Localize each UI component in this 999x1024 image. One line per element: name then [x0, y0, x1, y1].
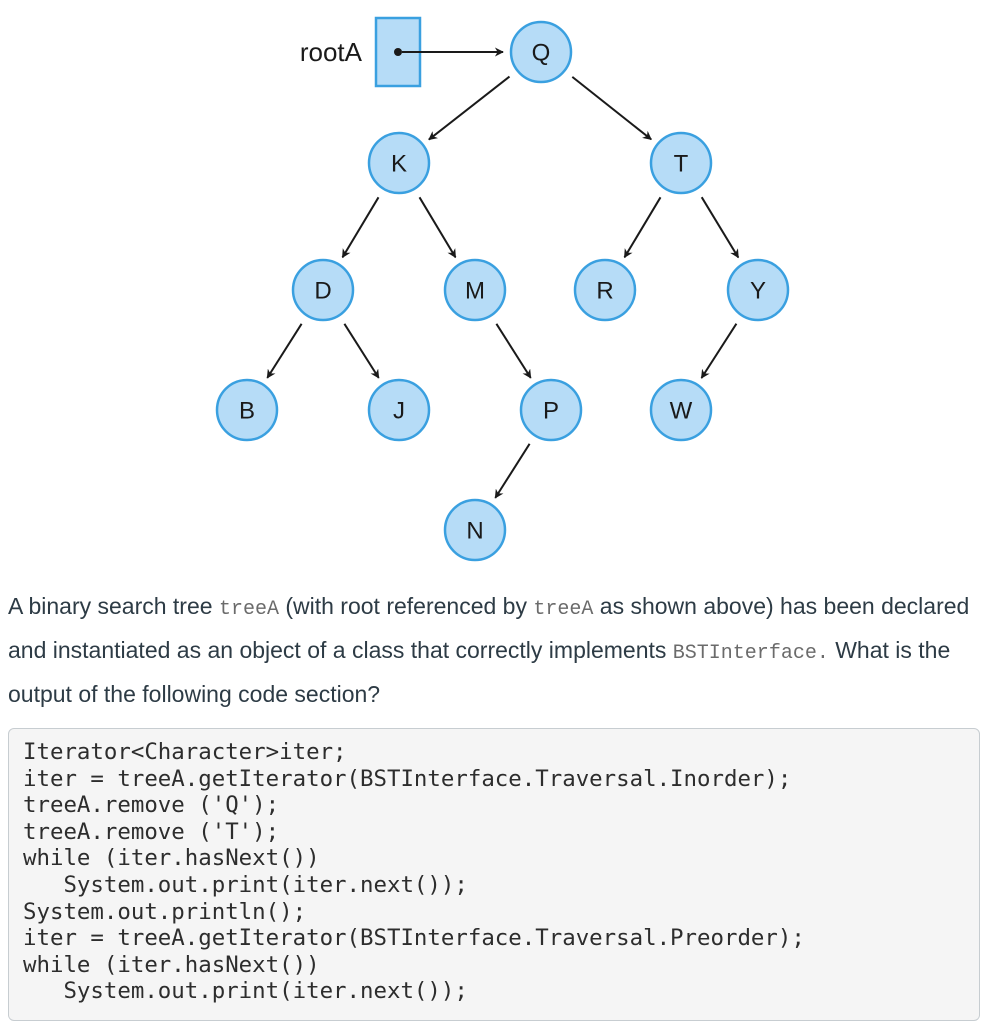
node-circle: [649, 131, 713, 195]
edge-t-r: [623, 196, 662, 259]
node-circle: [215, 378, 279, 442]
node-circle: [443, 258, 507, 322]
tree-node-n: N: [443, 498, 507, 562]
node-label: D: [314, 278, 331, 305]
edge-q-k: [428, 75, 511, 141]
node-label: B: [239, 398, 255, 425]
edge-q-t: [571, 76, 652, 141]
code-inline-treeA: treeA: [218, 598, 279, 621]
question-text-part: What is the output of the following code…: [8, 637, 951, 707]
node-circle: [443, 498, 507, 562]
tree-node-j: J: [367, 378, 431, 442]
tree-node-b: B: [215, 378, 279, 442]
edge-k-m: [418, 196, 457, 259]
root-label: rootA: [300, 37, 363, 67]
node-circle: [573, 258, 637, 322]
edge-p-n: [494, 443, 531, 499]
code-inline-bstinterface: BSTInterface.: [672, 642, 829, 665]
node-label: J: [393, 398, 405, 425]
tree-node-w: W: [649, 378, 713, 442]
node-circle: [291, 258, 355, 322]
edge-d-b: [266, 323, 303, 379]
node-label: R: [596, 278, 613, 305]
tree-node-r: R: [573, 258, 637, 322]
tree-node-q: Q: [509, 20, 573, 84]
question-text-part: (with root referenced by: [278, 593, 534, 619]
tree-edges: [266, 75, 740, 499]
node-label: T: [674, 151, 689, 178]
node-circle: [519, 378, 583, 442]
tree-nodes: Q K T D M R Y B J P W N: [215, 20, 790, 562]
tree-node-t: T: [649, 131, 713, 195]
tree-node-y: Y: [726, 258, 790, 322]
code-block: Iterator<Character>iter; iter = treeA.ge…: [8, 728, 980, 1021]
node-label: K: [391, 151, 407, 178]
tree-node-d: D: [291, 258, 355, 322]
node-circle: [367, 131, 431, 195]
tree-node-k: K: [367, 131, 431, 195]
edge-k-d: [341, 196, 380, 259]
question-text-part: as shown above) has been declared and in…: [8, 593, 970, 663]
tree-node-p: P: [519, 378, 583, 442]
edge-m-p: [495, 323, 532, 379]
question-text: A binary search tree treeA (with root re…: [8, 586, 983, 715]
node-circle: [509, 20, 573, 84]
tree-node-m: M: [443, 258, 507, 322]
node-label: W: [670, 398, 693, 425]
binary-search-tree-diagram: rootA Q K T D M R Y B J P W N: [215, 16, 790, 562]
node-circle: [726, 258, 790, 322]
edge-t-y: [700, 196, 740, 259]
edge-y-w: [700, 323, 738, 379]
edge-d-j: [343, 323, 380, 379]
node-circle: [649, 378, 713, 442]
node-circle: [367, 378, 431, 442]
node-label: N: [466, 518, 483, 545]
node-label: Y: [750, 278, 766, 305]
code-listing: Iterator<Character>iter; iter = treeA.ge…: [23, 739, 805, 1005]
question-text-part: A binary search tree: [8, 593, 219, 619]
node-label: M: [465, 278, 485, 305]
node-label: P: [543, 398, 559, 425]
code-inline-treeA: treeA: [533, 598, 594, 621]
root-pointer-dot: [394, 48, 402, 56]
node-label: Q: [532, 40, 551, 67]
